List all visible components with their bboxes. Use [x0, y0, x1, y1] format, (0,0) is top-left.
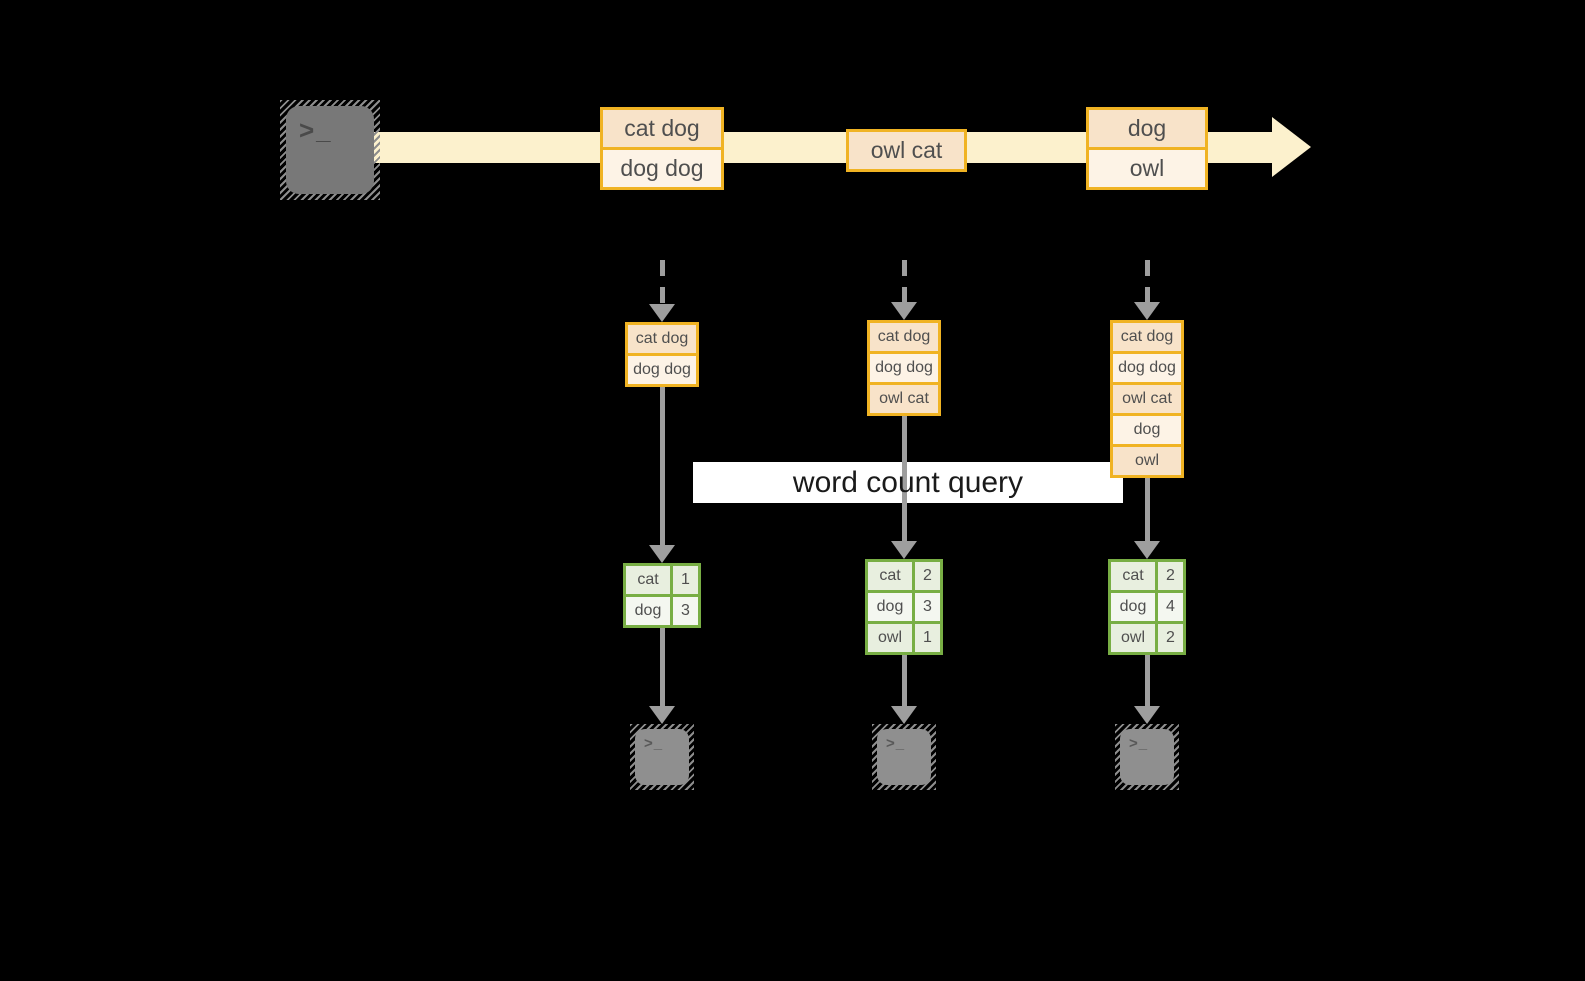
micro-batch-line: dog dog: [870, 354, 938, 382]
query-arrow-line: [1144, 478, 1150, 541]
micro-batch-line: owl cat: [1113, 385, 1181, 413]
micro-batch-line: cat dog: [1113, 323, 1181, 351]
micro-batch-stack: cat dog dog dog owl cat dog owl: [1110, 320, 1184, 478]
stream-arrowhead-icon: [1272, 117, 1311, 177]
sink-arrow-head-icon: [1134, 706, 1160, 724]
query-label-box: [693, 462, 1123, 503]
count-word: cat: [626, 566, 670, 594]
count-value: 3: [915, 593, 940, 621]
batch-input-arrow-line: [659, 260, 665, 304]
count-word: dog: [1111, 593, 1155, 621]
count-value: 1: [673, 566, 698, 594]
terminal-screen: >_: [635, 729, 689, 785]
micro-batch-line: dog dog: [628, 356, 696, 384]
sink-arrow-line: [1144, 655, 1150, 706]
micro-batch-line: dog: [1113, 416, 1181, 444]
terminal-icon: >_: [872, 724, 936, 790]
prompt-icon: >_: [644, 735, 664, 752]
terminal-screen: >_: [286, 106, 374, 194]
count-word: owl: [868, 624, 912, 652]
prompt-icon: >_: [299, 115, 333, 145]
query-arrow-line: [659, 387, 665, 545]
terminal-screen: >_: [877, 729, 931, 785]
sink-arrow-line: [659, 628, 665, 706]
micro-batch-stack: cat dog dog dog owl cat: [867, 320, 941, 416]
prompt-icon: >_: [1129, 735, 1149, 752]
terminal-icon: >_: [1115, 724, 1179, 790]
count-word: owl: [1111, 624, 1155, 652]
stream-event-line: dog dog: [603, 150, 721, 187]
stream-event-line: cat dog: [603, 110, 721, 147]
batch-input-arrow-head-icon: [891, 302, 917, 320]
count-word: cat: [1111, 562, 1155, 590]
batch-input-arrow-line: [1144, 260, 1150, 302]
count-value: 2: [1158, 624, 1183, 652]
stream-event-box: owl cat: [846, 129, 967, 172]
micro-batch-line: cat dog: [870, 323, 938, 351]
batch-input-arrow-head-icon: [649, 304, 675, 322]
count-word: dog: [868, 593, 912, 621]
terminal-icon: >_: [280, 100, 380, 200]
count-value: 3: [673, 597, 698, 625]
sink-arrow-head-icon: [649, 706, 675, 724]
count-value: 4: [1158, 593, 1183, 621]
micro-batch-line: owl cat: [870, 385, 938, 413]
terminal-icon: >_: [630, 724, 694, 790]
count-word: cat: [868, 562, 912, 590]
query-label: word count query: [792, 466, 1024, 499]
batch-input-arrow-head-icon: [1134, 302, 1160, 320]
sink-arrow-head-icon: [891, 706, 917, 724]
query-arrow-head-icon: [1134, 541, 1160, 559]
stream-event-line: owl cat: [849, 132, 964, 169]
count-value: 2: [1158, 562, 1183, 590]
query-arrow-line: [901, 416, 907, 541]
query-arrow-head-icon: [649, 545, 675, 563]
query-arrow-head-icon: [891, 541, 917, 559]
micro-batch-stack: cat dog dog dog: [625, 322, 699, 387]
count-value: 1: [915, 624, 940, 652]
micro-batch-line: cat dog: [628, 325, 696, 353]
batch-input-arrow-line: [901, 260, 907, 302]
count-value: 2: [915, 562, 940, 590]
micro-batch-line: owl: [1113, 447, 1181, 475]
terminal-screen: >_: [1120, 729, 1174, 785]
prompt-icon: >_: [886, 735, 906, 752]
micro-batch-line: dog dog: [1113, 354, 1181, 382]
stream-event-line: dog: [1089, 110, 1205, 147]
stream-event-line: owl: [1089, 150, 1205, 187]
count-word: dog: [626, 597, 670, 625]
sink-arrow-line: [901, 655, 907, 706]
